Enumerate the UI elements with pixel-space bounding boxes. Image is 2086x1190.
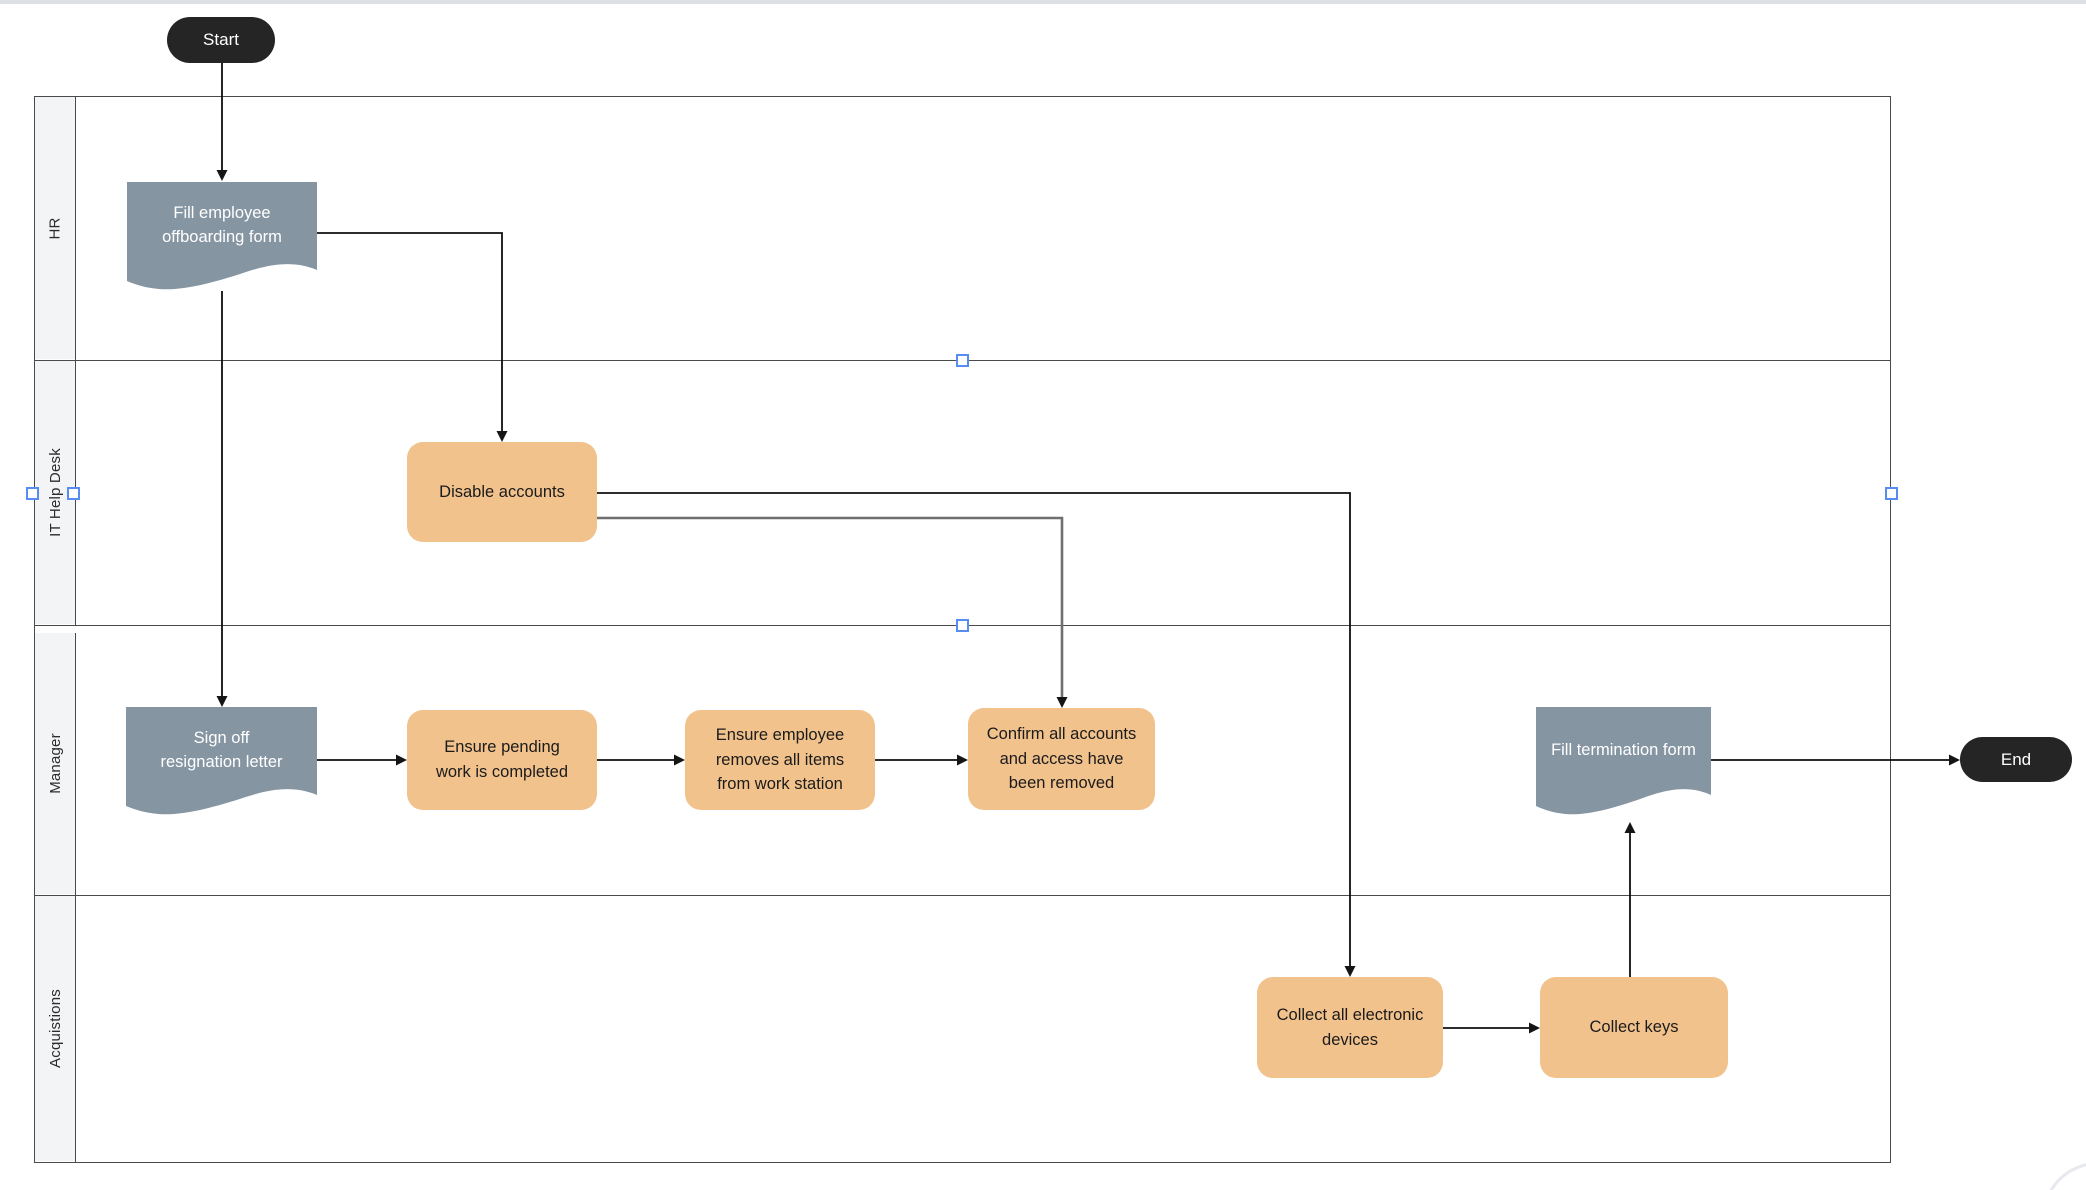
edge-start-to-offboarding-form[interactable]	[216, 63, 228, 181]
lane-acquistions[interactable]: Acquistions	[35, 896, 75, 1162]
lane-divider-manager-acquistions	[34, 895, 1891, 897]
label-column-border-top	[75, 96, 77, 625]
sign-off-resignation-letter-node[interactable]: Sign off resignation letter	[126, 707, 317, 819]
end-node[interactable]: End	[1960, 737, 2072, 782]
ensure-employee-removes-items-node[interactable]: Ensure employee removes all items from w…	[685, 710, 875, 810]
browser-chrome-edge	[0, 0, 2086, 4]
fill-offboarding-form-label: Fill employee offboarding form	[162, 204, 282, 246]
collect-electronic-devices-label: Collect all electronic devices	[1276, 1005, 1424, 1049]
edge-offboarding-form-to-disable-accounts[interactable]	[317, 232, 508, 442]
start-label: Start	[203, 30, 239, 50]
ensure-pending-work-node[interactable]: Ensure pending work is completed	[407, 710, 597, 810]
document-shape	[126, 707, 317, 815]
collect-keys-label: Collect keys	[1589, 1018, 1679, 1037]
edge-ensure-employee-to-confirm-accounts[interactable]	[875, 754, 968, 766]
confirm-accounts-removed-node[interactable]: Confirm all accounts and access have bee…	[968, 708, 1155, 810]
edge-ensure-pending-to-ensure-employee[interactable]	[597, 754, 685, 766]
document-shape	[127, 182, 317, 290]
pool-border	[34, 96, 1891, 1163]
selection-handle-left-inner[interactable]	[66, 486, 80, 500]
fill-offboarding-form-node[interactable]: Fill employee offboarding form	[127, 182, 317, 294]
collect-keys-node[interactable]: Collect keys	[1540, 977, 1728, 1078]
fill-termination-form-node[interactable]: Fill termination form	[1536, 707, 1711, 819]
end-label: End	[2000, 749, 2032, 769]
selection-handle-bottom-center[interactable]	[955, 618, 969, 632]
lane-hr[interactable]: HR	[35, 97, 75, 359]
edge-collect-keys-to-termination-form[interactable]	[1624, 822, 1636, 977]
edge-collect-devices-to-collect-keys[interactable]	[1443, 1022, 1540, 1034]
ensure-pending-work-label: Ensure pending work is completed	[435, 738, 569, 781]
selection-handle-right-middle[interactable]	[1884, 486, 1898, 500]
ensure-employee-removes-items-label: Ensure employee removes all items from w…	[715, 725, 845, 794]
edge-disable-accounts-to-collect-devices[interactable]	[597, 492, 1356, 977]
sign-off-resignation-letter-label: Sign off resignation letter	[160, 729, 283, 771]
confirm-accounts-removed-label: Confirm all accounts and access have bee…	[986, 724, 1137, 793]
start-node[interactable]: Start	[167, 17, 275, 63]
label-column-border-bottom	[75, 633, 77, 1163]
edge-termination-form-to-end[interactable]	[1710, 754, 1960, 766]
document-shape	[1536, 707, 1711, 815]
selection-handle-top-center[interactable]	[955, 353, 969, 367]
fill-termination-form-label: Fill termination form	[1551, 741, 1696, 760]
disable-accounts-node[interactable]: Disable accounts	[407, 442, 597, 542]
lane-manager[interactable]: Manager	[35, 633, 75, 894]
collect-electronic-devices-node[interactable]: Collect all electronic devices	[1257, 977, 1443, 1078]
disable-accounts-label: Disable accounts	[439, 482, 565, 501]
edge-disable-accounts-to-confirm-accounts[interactable]	[597, 516, 1068, 708]
edge-offboarding-form-to-sign-off-letter[interactable]	[216, 291, 228, 707]
edge-sign-off-letter-to-ensure-pending[interactable]	[317, 754, 407, 766]
selection-handle-left-outer[interactable]	[25, 486, 39, 500]
